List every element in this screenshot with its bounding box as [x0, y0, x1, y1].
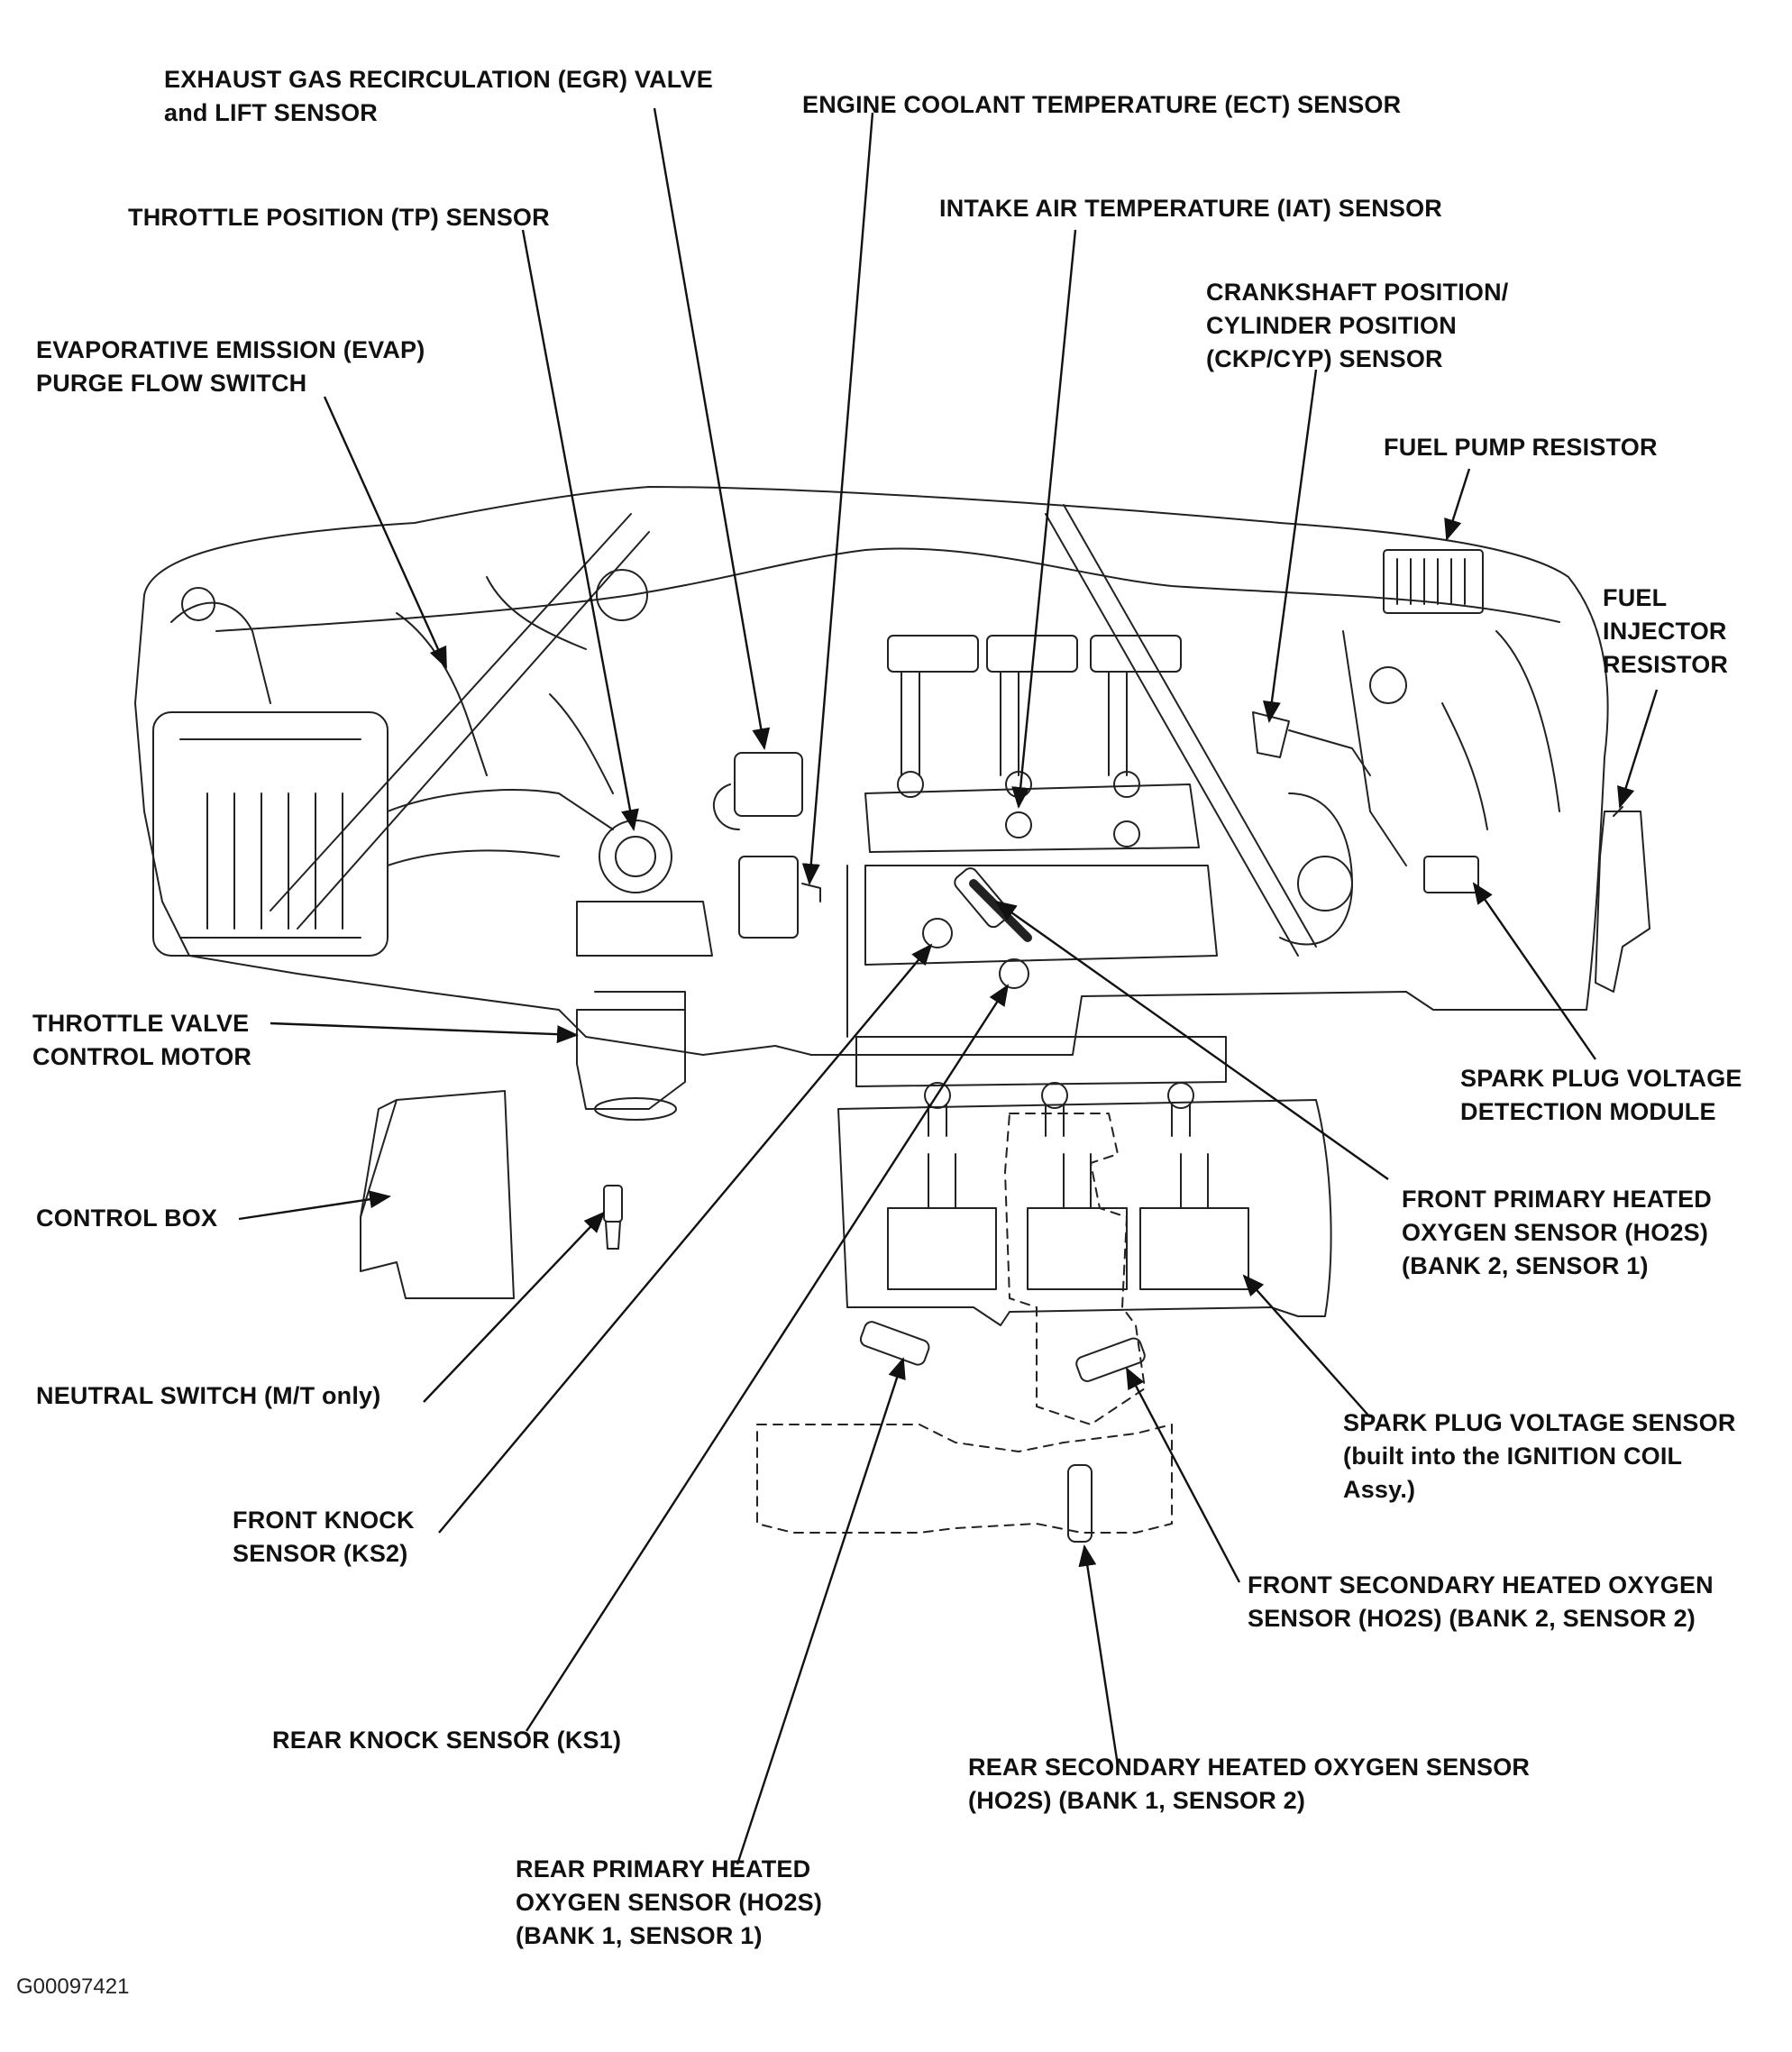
leader-rear-secondary	[1078, 1544, 1120, 1766]
leader-ect	[801, 112, 874, 885]
neutral-switch	[603, 1185, 623, 1223]
label-neutral-switch: NEUTRAL SWITCH (M/T only)	[36, 1382, 381, 1409]
leader-evap	[323, 396, 448, 669]
firewall-line	[215, 547, 1560, 632]
air-box	[152, 711, 389, 957]
fuel-injector-resistor	[1595, 811, 1650, 993]
spark-detection-module	[1423, 856, 1479, 893]
leader-front-knock	[438, 943, 933, 1534]
rear-secondary-ho2s	[1067, 1464, 1093, 1543]
label-fuel-pump-resistor: FUEL PUMP RESISTOR	[1384, 434, 1658, 461]
coil-pack-lower-3	[1139, 1207, 1249, 1290]
leader-spark-module	[1472, 882, 1596, 1060]
egr-valve	[734, 752, 803, 817]
coil-pack-upper-1	[887, 635, 979, 673]
leader-front-primary	[994, 900, 1389, 1180]
label-front-primary-ho2s: FRONT PRIMARY HEATED OXYGEN SENSOR (HO2S…	[1402, 1186, 1713, 1279]
leader-spark-sensor	[1242, 1274, 1371, 1418]
label-ect-sensor: ENGINE COOLANT TEMPERATURE (ECT) SENSOR	[802, 91, 1402, 118]
label-spark-sensor: SPARK PLUG VOLTAGE SENSOR (built into th…	[1343, 1409, 1736, 1503]
front-primary-ho2s	[954, 867, 1010, 929]
leader-ckp	[1262, 369, 1318, 723]
leader-fuel-injector	[1617, 689, 1659, 809]
label-throttle-motor: THROTTLE VALVE CONTROL MOTOR	[32, 1010, 252, 1070]
label-rear-primary-ho2s: REAR PRIMARY HEATED OXYGEN SENSOR (HO2S)…	[516, 1855, 823, 1949]
front-secondary-ho2s	[1075, 1337, 1146, 1382]
figure-id: G00097421	[16, 1974, 130, 1999]
leader-egr	[653, 107, 771, 750]
leader-iat	[1011, 229, 1077, 809]
label-tp-sensor: THROTTLE POSITION (TP) SENSOR	[128, 204, 550, 231]
leader-fuel-pump	[1444, 468, 1471, 541]
strut-brace-right	[1045, 504, 1317, 957]
leader-rear-primary	[736, 1357, 906, 1865]
ckp-sensor	[1252, 711, 1290, 758]
label-fuel-injector-resistor: FUEL INJECTOR RESISTOR	[1603, 584, 1729, 678]
leader-control-box	[238, 1190, 391, 1221]
coil-pack-lower-2	[1027, 1207, 1128, 1290]
label-control-box: CONTROL BOX	[36, 1205, 218, 1232]
vehicle-body-outline	[134, 486, 1609, 1056]
label-rear-secondary-ho2s: REAR SECONDARY HEATED OXYGEN SENSOR (HO2…	[968, 1754, 1531, 1814]
rear-knock-sensor	[999, 958, 1029, 989]
coil-pack-upper-3	[1090, 635, 1182, 673]
front-knock-sensor	[922, 918, 953, 948]
label-iat-sensor: INTAKE AIR TEMPERATURE (IAT) SENSOR	[939, 195, 1442, 222]
label-front-knock: FRONT KNOCK SENSOR (KS2)	[233, 1507, 415, 1567]
strut-brace	[270, 513, 650, 930]
label-evap-switch: EVAPORATIVE EMISSION (EVAP) PURGE FLOW S…	[36, 336, 425, 397]
label-spark-module: SPARK PLUG VOLTAGE DETECTION MODULE	[1460, 1065, 1742, 1125]
label-rear-knock: REAR KNOCK SENSOR (KS1)	[272, 1727, 622, 1754]
fuel-pump-resistor	[1383, 549, 1484, 614]
leader-neutral-switch	[423, 1211, 606, 1403]
rear-primary-ho2s	[859, 1321, 930, 1366]
throttle-motor-body	[576, 1009, 686, 1110]
exhaust-dashed-outline	[756, 1113, 1173, 1534]
leader-front-secondary	[1125, 1367, 1241, 1583]
label-egr-valve: EXHAUST GAS RECIRCULATION (EGR) VALVE an…	[164, 66, 713, 126]
label-front-secondary-ho2s: FRONT SECONDARY HEATED OXYGEN SENSOR (HO…	[1248, 1571, 1714, 1632]
leader-throttle-motor	[270, 1021, 579, 1044]
leader-tp	[521, 229, 639, 831]
throttle-body	[599, 820, 672, 893]
control-box	[360, 1090, 515, 1299]
coil-pack-lower-1	[887, 1207, 997, 1290]
label-ckp-sensor: CRANKSHAFT POSITION/ CYLINDER POSITION (…	[1206, 279, 1509, 372]
leader-rear-knock	[525, 984, 1010, 1732]
